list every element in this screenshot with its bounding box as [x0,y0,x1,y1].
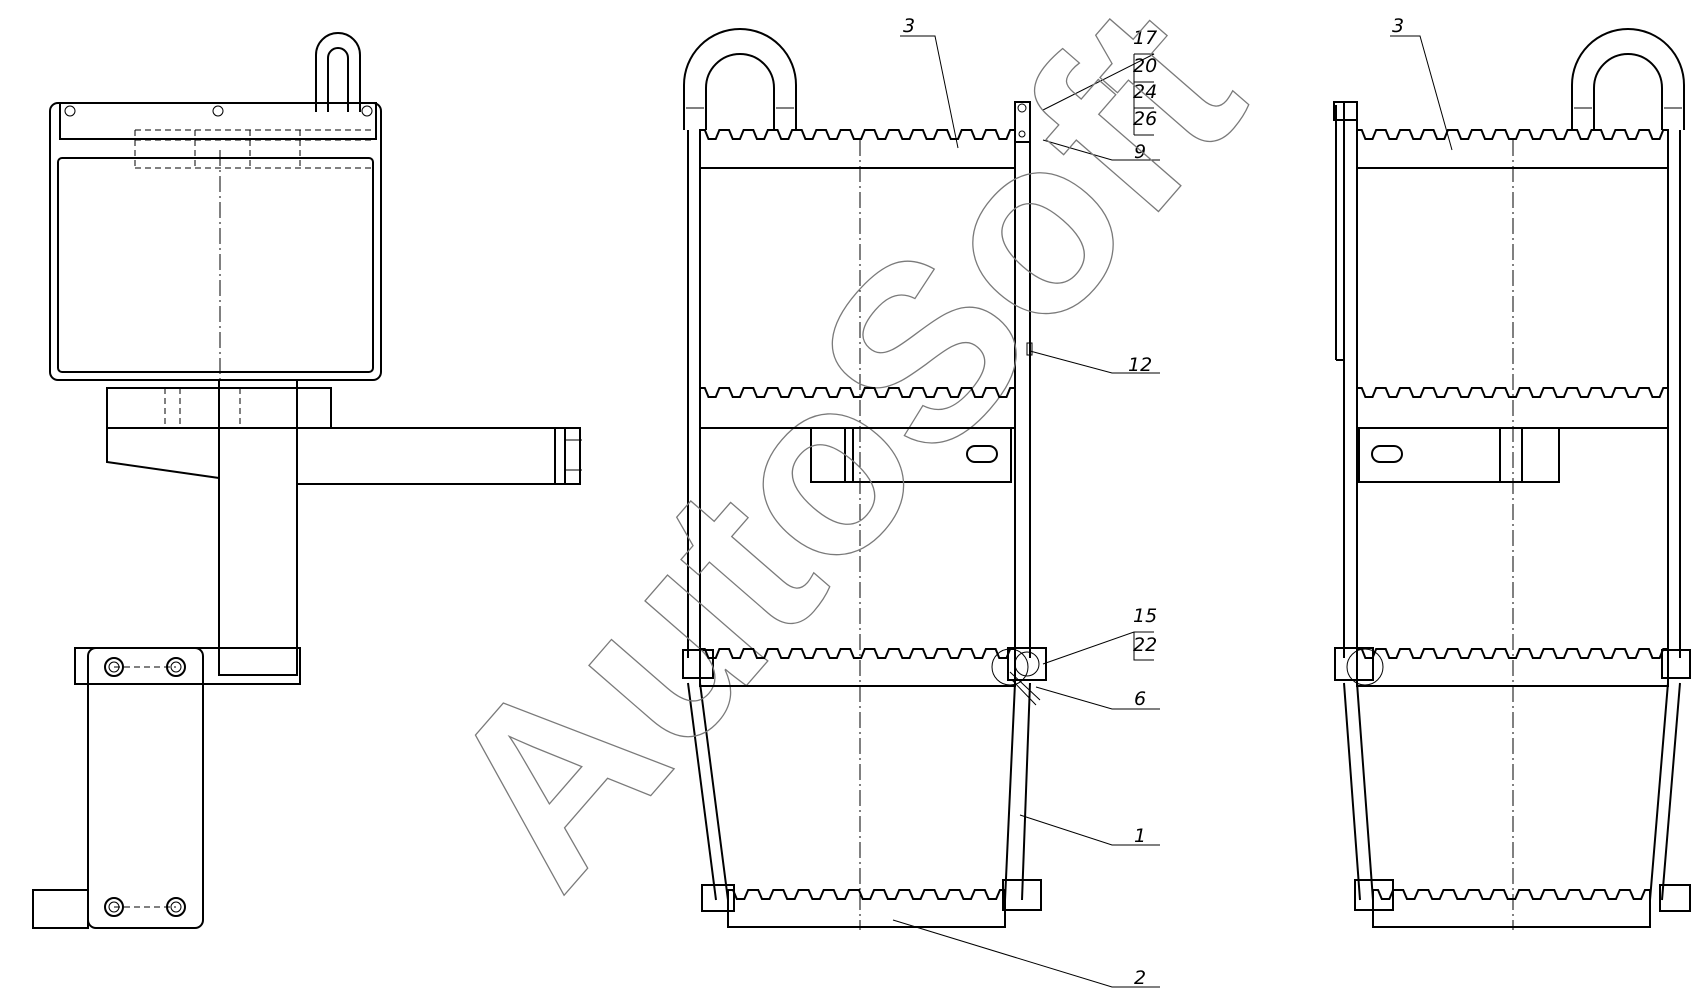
front-step-bottom [727,889,1006,928]
leader-lines [892,35,1453,988]
callout-9: 9 [1134,141,1146,163]
callout-12: 12 [1128,354,1152,376]
callout-20: 20 [1133,55,1157,77]
callout-2: 2 [1134,967,1146,989]
rear-step-bottom [1372,889,1651,928]
callout-24: 24 [1133,81,1157,103]
callout-1: 1 [1134,825,1146,847]
front-step-top [699,129,1016,169]
callout-17: 17 [1133,27,1157,49]
callout-6: 6 [1134,688,1146,710]
callout-26: 26 [1133,108,1157,130]
rear-view [1333,28,1691,930]
rear-step-middle [1356,387,1669,429]
callout-22: 22 [1133,634,1157,656]
front-step-middle [699,387,1016,429]
front-view [682,28,1047,930]
side-view [32,32,582,929]
callout-3-rear: 3 [1392,15,1404,37]
rear-step-hinge [1356,648,1669,687]
callout-labels: 3 17 20 24 26 9 12 15 22 6 1 2 3 [903,15,1404,989]
callout-3-front: 3 [903,15,915,37]
front-step-hinge [699,648,1016,687]
rear-step-top [1356,129,1669,169]
callout-15: 15 [1133,605,1157,627]
watermark-text: AutoSoft [389,0,1292,935]
